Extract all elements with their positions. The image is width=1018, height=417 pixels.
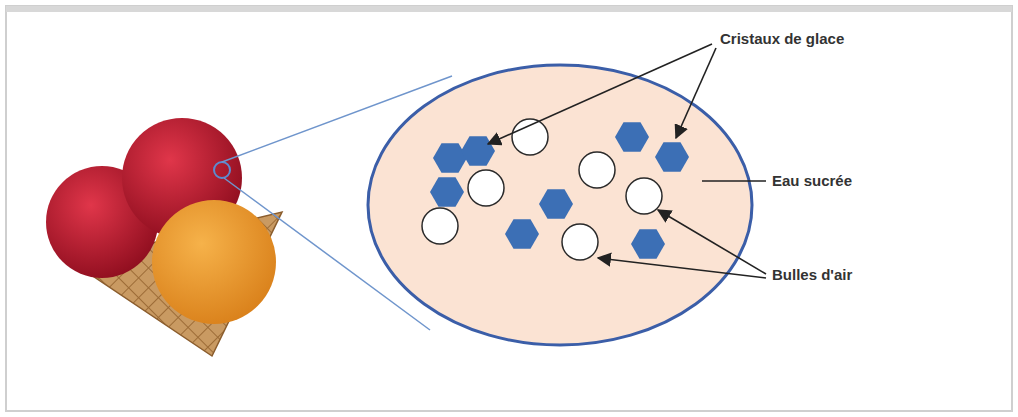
frame: [6, 6, 1012, 411]
callout-label: Eau sucrée: [772, 172, 852, 190]
ice-crystal: [539, 189, 573, 218]
callout-label: Bulles d'air: [772, 266, 852, 284]
orange-scoop: [152, 200, 276, 324]
ice-crystal: [631, 229, 665, 258]
ice-crystal: [655, 142, 689, 171]
frame-shadow: [6, 6, 1012, 12]
zoom-spot: [214, 162, 230, 178]
leader-lines: [488, 44, 766, 278]
ice-crystal: [505, 219, 539, 248]
air-bubbles: [422, 119, 662, 260]
zoom-ellipse: [368, 65, 752, 345]
ice-crystal: [430, 177, 464, 206]
ice-crystal: [433, 143, 467, 172]
callout-label: Cristaux de glace: [720, 30, 844, 48]
ice-crystals: [430, 122, 689, 258]
ice-crystal: [615, 122, 649, 151]
ice-crystal: [461, 136, 495, 165]
